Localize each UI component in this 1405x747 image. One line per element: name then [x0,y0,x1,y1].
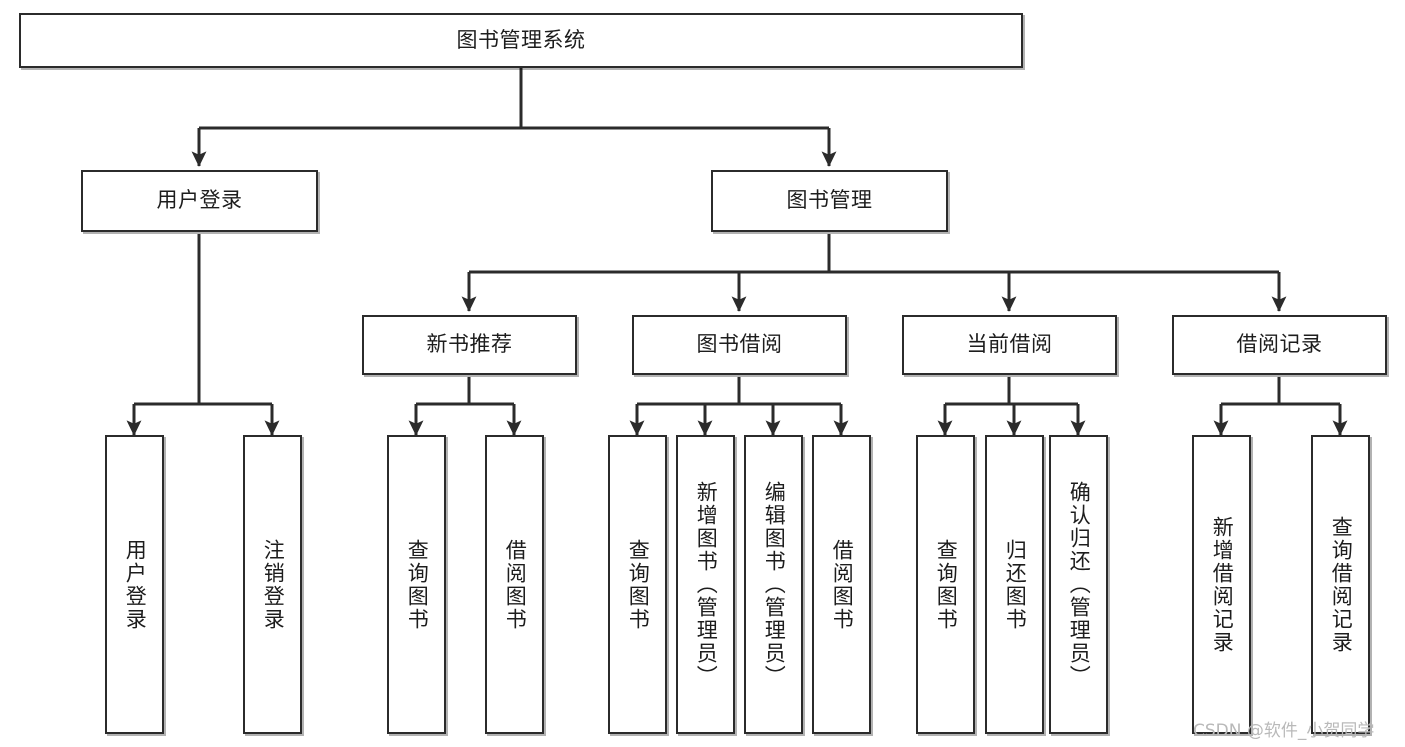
node-leaf-book-borrow-edit-label: 编辑图书（管理员） [762,481,787,688]
node-borrow-record[interactable]: 借阅记录 [1172,315,1387,375]
node-leaf-user-login-signin-label: 用户登录 [123,538,148,631]
node-leaf-user-login-signin[interactable]: 用户登录 [105,435,164,734]
node-book-management-label: 图书管理 [786,188,873,213]
node-leaf-book-borrow-add-label: 新增图书（管理员） [694,481,719,688]
node-leaf-new-book-query-label: 查询图书 [405,538,430,631]
node-leaf-book-borrow-lend-label: 借阅图书 [830,538,855,631]
node-leaf-current-borrow-return[interactable]: 归还图书 [985,435,1044,734]
node-user-login-label: 用户登录 [156,188,243,213]
node-user-login[interactable]: 用户登录 [81,170,318,232]
node-leaf-new-book-borrow-label: 借阅图书 [503,538,528,631]
node-leaf-current-borrow-confirm[interactable]: 确认归还（管理员） [1049,435,1108,734]
node-new-book-recommend-label: 新书推荐 [426,332,513,357]
node-leaf-borrow-record-query-label: 查询借阅记录 [1329,515,1354,654]
node-book-borrow[interactable]: 图书借阅 [632,315,847,375]
node-leaf-borrow-record-add[interactable]: 新增借阅记录 [1192,435,1251,734]
node-current-borrow-label: 当前借阅 [966,332,1053,357]
node-root-library-management-system[interactable]: 图书管理系统 [19,13,1023,68]
node-current-borrow[interactable]: 当前借阅 [902,315,1117,375]
node-leaf-current-borrow-query-label: 查询图书 [934,538,959,631]
node-leaf-book-borrow-lend[interactable]: 借阅图书 [812,435,871,734]
node-book-borrow-label: 图书借阅 [696,332,783,357]
node-leaf-new-book-query[interactable]: 查询图书 [387,435,446,734]
node-leaf-book-borrow-query[interactable]: 查询图书 [608,435,667,734]
node-leaf-new-book-borrow[interactable]: 借阅图书 [485,435,544,734]
node-leaf-book-borrow-add[interactable]: 新增图书（管理员） [676,435,735,734]
node-borrow-record-label: 借阅记录 [1236,332,1323,357]
node-leaf-book-borrow-edit[interactable]: 编辑图书（管理员） [744,435,803,734]
node-book-management[interactable]: 图书管理 [711,170,948,232]
node-leaf-book-borrow-query-label: 查询图书 [626,538,651,631]
node-leaf-user-login-signout-label: 注销登录 [261,538,286,631]
node-root-label: 图书管理系统 [456,27,586,52]
node-new-book-recommend[interactable]: 新书推荐 [362,315,577,375]
node-leaf-current-borrow-query[interactable]: 查询图书 [916,435,975,734]
node-leaf-current-borrow-return-label: 归还图书 [1003,538,1028,631]
node-leaf-user-login-signout[interactable]: 注销登录 [243,435,302,734]
node-leaf-borrow-record-add-label: 新增借阅记录 [1210,515,1235,654]
node-leaf-borrow-record-query[interactable]: 查询借阅记录 [1311,435,1370,734]
node-leaf-current-borrow-confirm-label: 确认归还（管理员） [1067,481,1092,688]
